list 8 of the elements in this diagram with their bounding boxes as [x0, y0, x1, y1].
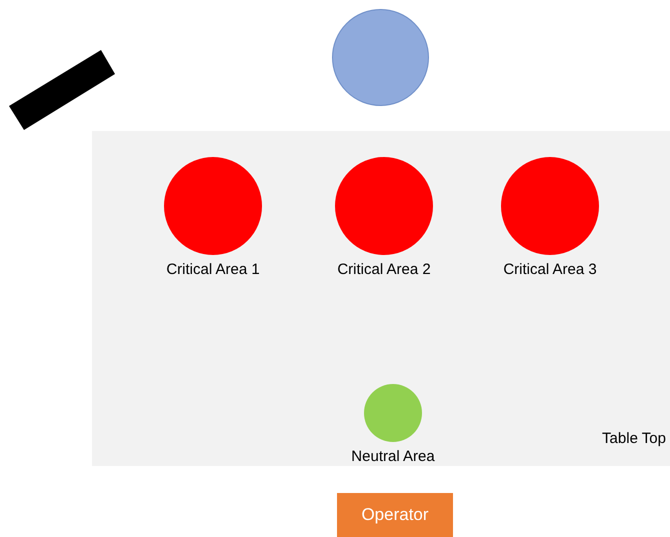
area-label: Critical Area 3	[502, 260, 598, 280]
table-top-area	[92, 131, 670, 466]
area-label: Table Top	[602, 428, 666, 448]
area-label: Critical Area 1	[165, 260, 261, 280]
area-label: Neutral Area	[350, 447, 436, 467]
sensor-bar	[9, 50, 115, 130]
operator-box: Operator	[337, 493, 453, 537]
area-label: Critical Area 2	[336, 260, 432, 280]
